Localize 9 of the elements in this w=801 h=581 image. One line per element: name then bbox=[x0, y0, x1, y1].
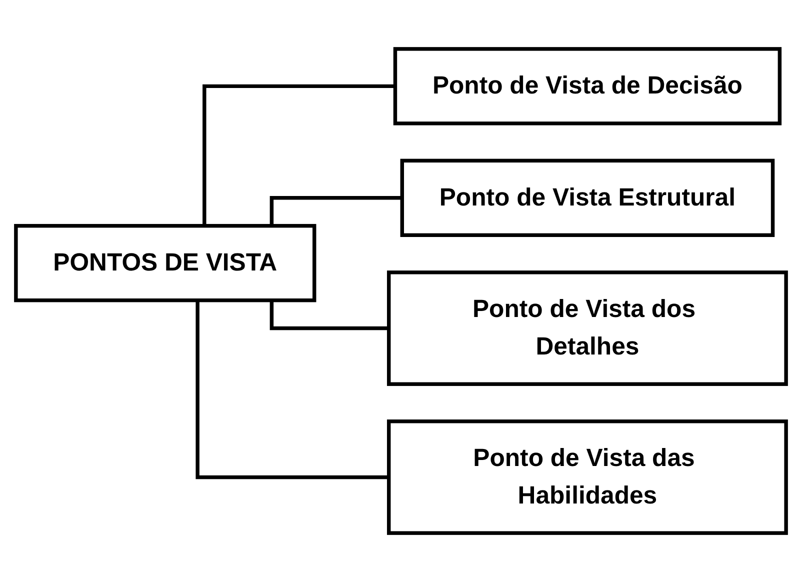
node-box: PONTOS DE VISTA bbox=[14, 223, 316, 302]
connector bbox=[202, 84, 395, 226]
node-box: Ponto de Vista das Habilidades bbox=[386, 418, 788, 534]
node-box: Ponto de Vista Estrutural bbox=[400, 158, 774, 236]
node-box: Ponto de Vista de Decisão bbox=[392, 46, 782, 125]
connector bbox=[269, 300, 388, 330]
node-box: Ponto de Vista dos Detalhes bbox=[386, 270, 788, 386]
connector bbox=[195, 300, 388, 479]
connector bbox=[269, 196, 402, 226]
